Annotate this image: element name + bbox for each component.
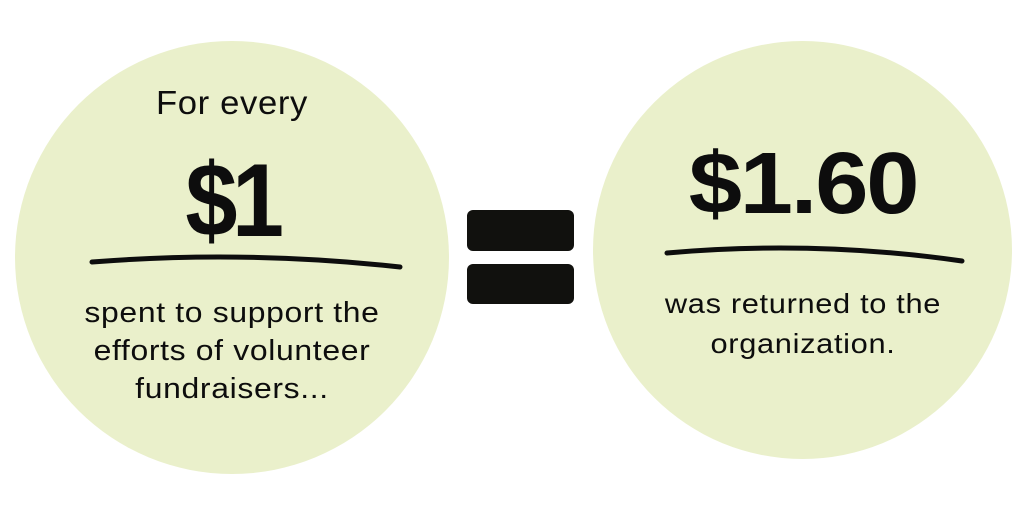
left-amount: $1 [185, 143, 284, 259]
right-description-line-1: was returned to the [664, 288, 942, 319]
right-description-line-2: organization. [710, 328, 896, 359]
left-intro-text: For every [155, 84, 308, 121]
left-description-line-3: fundraisers... [135, 373, 329, 405]
left-description-line-2: efforts of volunteer [93, 335, 371, 367]
right-amount: $1.60 [688, 135, 920, 232]
left-description-line-1: spent to support the [84, 297, 380, 329]
equals-bottom-bar [467, 264, 574, 304]
equals-top-bar [467, 210, 574, 251]
